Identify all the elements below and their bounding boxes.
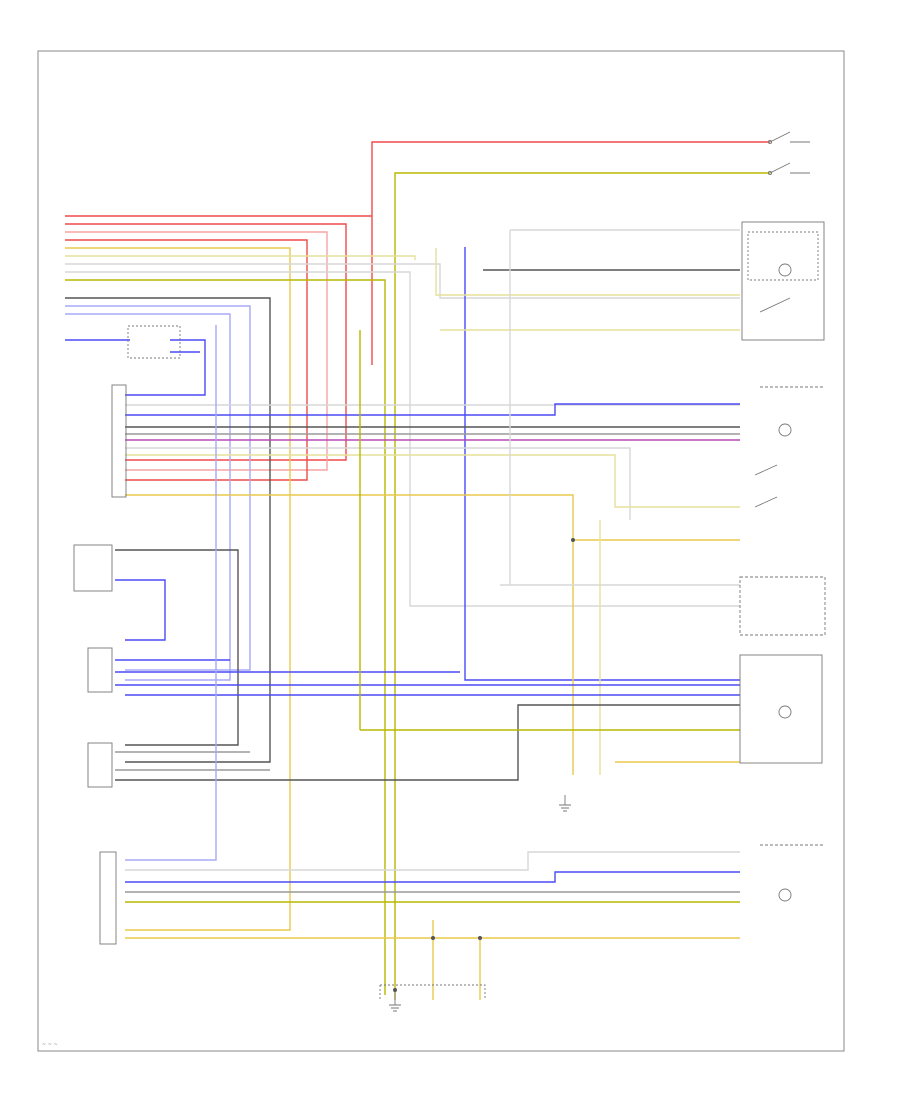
switch-cluster: [127, 325, 181, 359]
wire-red-0: [371, 141, 770, 365]
rear-window-module: [741, 221, 825, 341]
wire-blue-23: [125, 403, 740, 416]
wire-pale_yellow-17: [435, 248, 740, 296]
wire-dark_gray-11: [65, 297, 271, 763]
wire-blue-48: [125, 871, 740, 883]
left-connector-b: [87, 742, 113, 788]
door-switch: [754, 464, 778, 508]
ground-symbol-mid: [559, 795, 571, 812]
wire-yellow-6: [65, 247, 291, 931]
footer-code: ~ ~ ~: [42, 1042, 58, 1048]
wire-light_gray-27: [125, 447, 631, 520]
wire-pink-4: [65, 231, 328, 471]
wire-pale_yellow-28: [125, 454, 740, 508]
wire-olive-10: [65, 279, 386, 995]
wire-blue-35: [115, 579, 166, 641]
junction-layer: [393, 538, 575, 992]
wire-light_blue-12: [65, 305, 251, 671]
left-connector-a: [87, 647, 113, 693]
wire-light_gray-47: [125, 851, 740, 871]
wire-blue-20: [125, 339, 206, 396]
switch-lower: [769, 162, 810, 174]
left-rear-module: [739, 654, 823, 764]
wire-light_gray-9: [65, 271, 740, 607]
wire-layer: [65, 141, 770, 1000]
wire-light_blue-46: [125, 325, 217, 861]
wire-dark_gray-34: [115, 549, 239, 746]
wire-dark_gray-42: [115, 704, 740, 781]
passenger-module-connector: [99, 851, 117, 945]
wire-blue-15: [464, 247, 740, 681]
control-module-connector: [111, 384, 127, 498]
wire-olive-1: [394, 172, 770, 1000]
wire-red-3: [65, 223, 347, 461]
component-layer: [73, 131, 826, 1012]
fuel-door-switch: [73, 544, 113, 592]
switch-upper: [769, 131, 810, 143]
wire-light_blue-13: [65, 313, 231, 681]
wire-yellow-29: [125, 494, 574, 775]
diagram-frame: [37, 50, 845, 1052]
ground-symbol-bottom: [389, 990, 401, 1012]
wire-pale_yellow-7: [65, 255, 416, 260]
wire-light_gray-8: [65, 263, 740, 299]
